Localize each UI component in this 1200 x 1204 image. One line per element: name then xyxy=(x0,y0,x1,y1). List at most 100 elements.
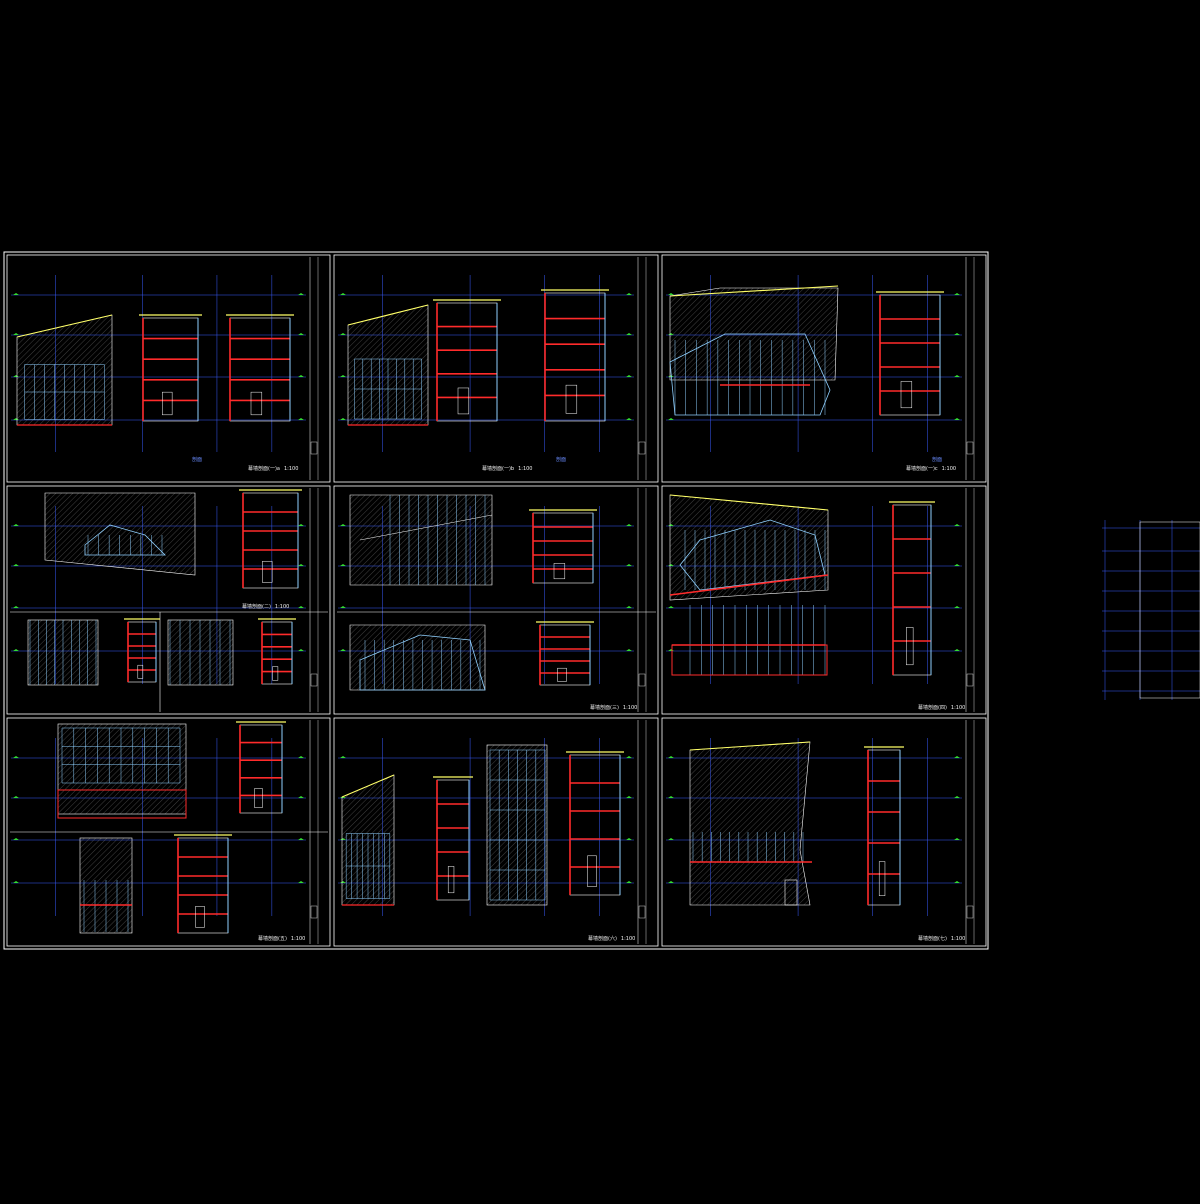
level-marker xyxy=(954,418,960,420)
section-outline xyxy=(127,621,157,683)
level-marker xyxy=(626,881,632,883)
title-block-cell xyxy=(310,673,318,687)
level-marker xyxy=(13,293,19,295)
level-marker xyxy=(626,333,632,335)
level-marker xyxy=(13,333,19,335)
sheet-panel xyxy=(6,485,331,715)
floor-slab xyxy=(669,574,829,596)
level-marker xyxy=(13,524,19,526)
roof-edge xyxy=(341,774,395,798)
level-marker xyxy=(13,649,19,651)
level-marker xyxy=(13,838,19,840)
sheet-caption-8: 幕墙剖面(六)1:100 xyxy=(588,936,636,942)
title-block-cell xyxy=(310,905,318,919)
level-marker xyxy=(13,564,19,566)
door xyxy=(262,561,273,583)
section-outline xyxy=(879,294,941,416)
hatched-wall xyxy=(44,492,196,576)
level-marker xyxy=(13,881,19,883)
door xyxy=(906,627,914,666)
level-marker xyxy=(626,375,632,377)
level-marker xyxy=(626,649,632,651)
level-marker xyxy=(340,756,346,758)
level-marker xyxy=(298,756,304,758)
sheet-panel xyxy=(661,254,987,483)
level-marker xyxy=(298,796,304,798)
section-outline xyxy=(242,492,299,589)
hatched-wall xyxy=(689,741,811,906)
door xyxy=(195,906,205,928)
level-marker xyxy=(668,756,674,758)
door xyxy=(447,866,455,894)
level-marker xyxy=(298,881,304,883)
roof-edge xyxy=(689,741,811,751)
level-marker xyxy=(954,524,960,526)
door xyxy=(557,667,567,682)
level-marker xyxy=(668,293,674,295)
title-block-cell xyxy=(638,673,646,687)
fragment-frame xyxy=(1139,521,1200,699)
section-outline xyxy=(532,512,594,584)
section-outline xyxy=(239,724,283,814)
level-marker xyxy=(626,293,632,295)
sheet-caption-6: 幕墙剖面(四)1:100 xyxy=(918,705,966,711)
title-block-cell xyxy=(966,441,974,455)
level-marker xyxy=(298,418,304,420)
level-marker xyxy=(340,649,346,651)
roof-edge xyxy=(669,494,829,511)
door xyxy=(162,391,173,416)
section-outline xyxy=(229,317,291,422)
sheet-caption-9: 幕墙剖面(七)1:100 xyxy=(918,936,966,942)
sheet-panel xyxy=(6,717,331,947)
level-marker xyxy=(954,881,960,883)
level-marker xyxy=(626,418,632,420)
level-marker xyxy=(626,796,632,798)
level-marker xyxy=(13,796,19,798)
hatched-wall xyxy=(167,619,234,686)
level-marker xyxy=(340,333,346,335)
level-marker xyxy=(298,649,304,651)
door xyxy=(878,861,886,896)
level-marker xyxy=(668,649,674,651)
level-marker xyxy=(298,333,304,335)
level-marker xyxy=(954,796,960,798)
level-marker xyxy=(298,564,304,566)
sheet-panel xyxy=(661,485,987,715)
sheet-panel xyxy=(661,717,987,947)
level-marker xyxy=(13,606,19,608)
section-outline xyxy=(892,504,932,676)
level-marker xyxy=(668,796,674,798)
level-marker xyxy=(954,606,960,608)
section-tag-1: 剖面 xyxy=(192,457,203,463)
sheet-caption-5: 幕墙剖面(三)1:100 xyxy=(590,705,638,711)
section-outline xyxy=(142,317,199,422)
level-marker xyxy=(668,418,674,420)
roof-edge xyxy=(347,304,429,326)
level-marker xyxy=(340,375,346,377)
level-marker xyxy=(298,606,304,608)
sheet-caption-4: 幕墙剖面(二)1:100 xyxy=(242,604,290,610)
base-frame xyxy=(671,644,828,676)
level-marker xyxy=(954,375,960,377)
sheet-panel xyxy=(6,254,331,483)
level-marker xyxy=(298,524,304,526)
sheet-caption-7: 幕墙剖面(五)1:100 xyxy=(258,936,306,942)
door xyxy=(900,381,913,409)
level-marker xyxy=(668,606,674,608)
glazing-outline xyxy=(84,524,166,556)
section-outline xyxy=(261,621,293,685)
level-marker xyxy=(668,881,674,883)
level-marker xyxy=(298,838,304,840)
section-outline xyxy=(177,837,229,934)
door xyxy=(250,391,263,416)
hatched-wall xyxy=(486,744,548,906)
glazing-outline xyxy=(359,634,486,691)
door xyxy=(784,879,798,906)
sheet-panel xyxy=(333,485,659,715)
level-marker xyxy=(668,838,674,840)
door xyxy=(587,855,597,887)
